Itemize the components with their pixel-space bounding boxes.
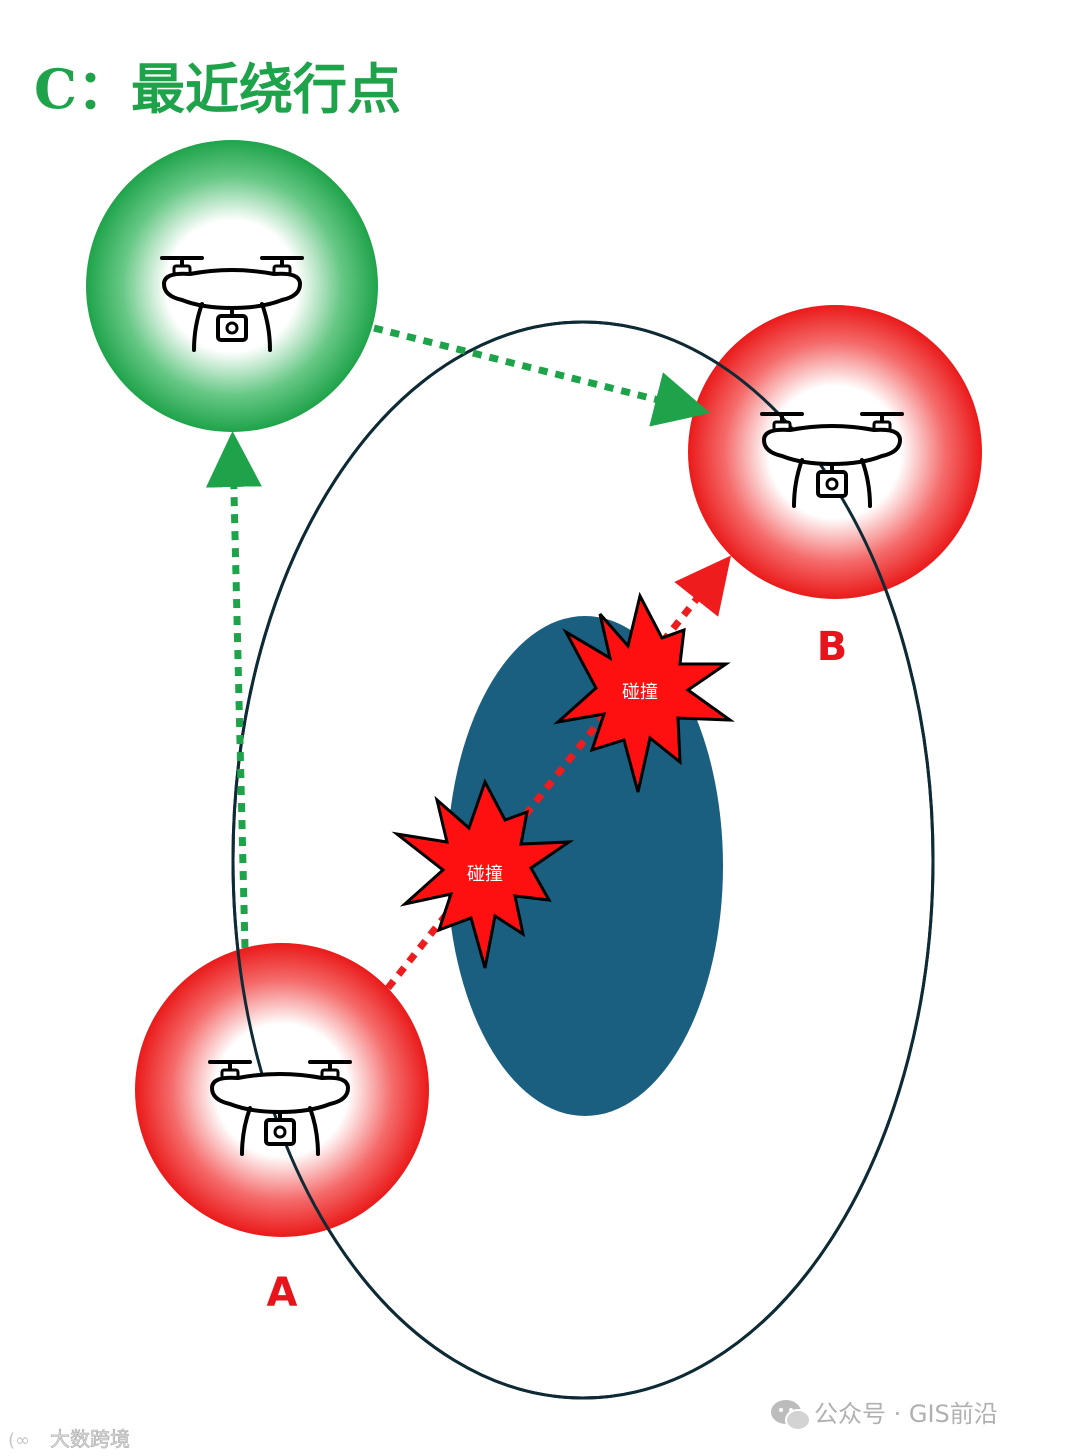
watermark-left-text: 大数跨境 [50,1427,130,1451]
boundary-ellipse-overlay [231,320,935,1400]
wechat-icon [771,1400,811,1431]
explosion-icon [391,778,575,969]
watermark-right: 公众号 · GIS前沿 [771,1400,998,1431]
explosion-icon [553,591,735,793]
watermark-left-logo: (∞ [8,1430,30,1451]
collision-burst-2: 碰撞 [553,591,735,793]
collision-label-2: 碰撞 [622,682,658,703]
collision-label-1: 碰撞 [467,864,503,885]
node-b-label: B [817,624,848,670]
node-a-label: A [267,1270,298,1316]
diagram-title: C：最近绕行点 [34,57,401,121]
detour-path-right-arrow [373,324,711,427]
detour-path-up-arrow [205,431,262,949]
watermark-right-text: 公众号 · GIS前沿 [814,1400,998,1428]
watermark-left: (∞ 大数跨境 [8,1427,130,1452]
collision-burst-1: 碰撞 [391,778,575,969]
